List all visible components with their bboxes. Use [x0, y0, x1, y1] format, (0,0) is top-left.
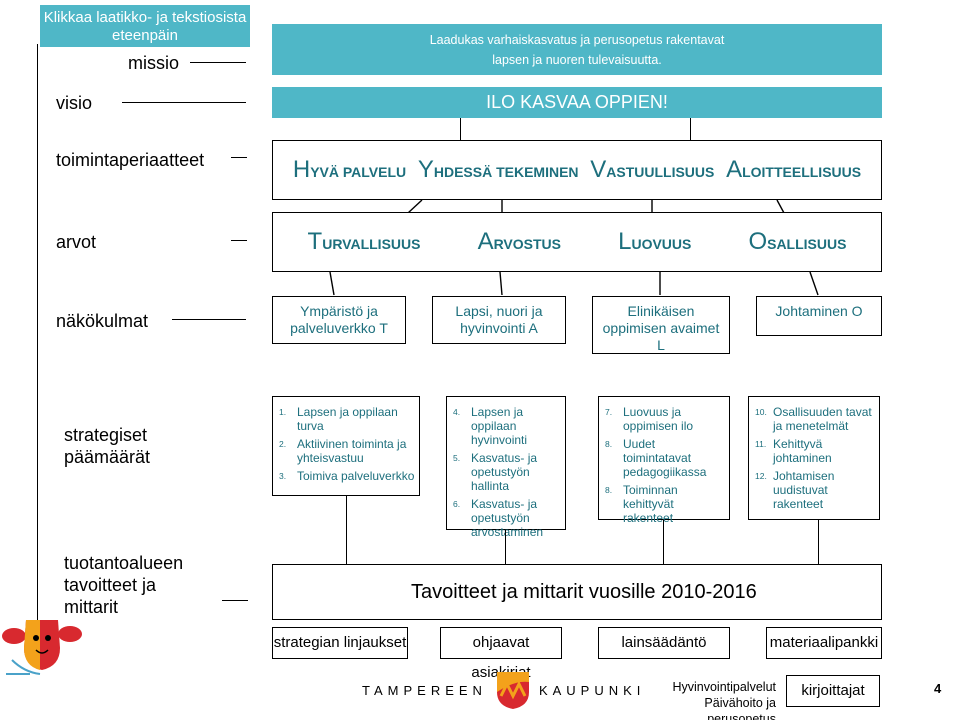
strategy-guidelines-button[interactable]: strategian linjaukset	[272, 627, 408, 659]
page-number: 4	[934, 681, 942, 696]
targets-label-line-2: tavoitteet ja	[64, 575, 157, 595]
targets-label-line-3: mittarit	[64, 597, 118, 617]
values-rule	[231, 240, 247, 241]
goal-item: 3.Toimiva palveluverkko	[279, 469, 415, 483]
targets-label[interactable]: tuotantoalueen tavoitteet ja mittarit	[64, 552, 183, 618]
perspective-4-line-1: Johtaminen O	[775, 303, 863, 319]
tampere-crest-icon	[496, 672, 529, 709]
department-info: Hyvinvointipalvelut Päivähoito ja peruso…	[652, 679, 776, 720]
goal-item: 10.Osallisuuden tavat ja menetelmät	[755, 405, 872, 433]
goals-connector-2	[505, 530, 506, 564]
targets-label-line-1: tuotantoalueen	[64, 553, 184, 573]
click-hint-box[interactable]: Klikkaa laatikko- ja tekstiosista eteenp…	[40, 5, 250, 47]
principles-label[interactable]: toimintaperiaatteet	[56, 150, 205, 170]
perspective-box-lifelong-learning[interactable]: Elinikäisen oppimisen avaimet L	[592, 296, 730, 354]
left-connector-line	[37, 44, 38, 656]
footer-city-word-2: KAUPUNKI	[538, 682, 646, 698]
perspective-3-line-2: oppimisen avaimet	[602, 320, 720, 336]
goals-box-3[interactable]: 7.Luovuus ja oppimisen ilo 8.Uudet toimi…	[598, 396, 730, 525]
perspective-box-child-wellbeing[interactable]: Lapsi, nuori ja hyvinvointi A	[432, 296, 566, 344]
legislation-button[interactable]: lainsäädäntö	[598, 627, 730, 659]
footer-city-word-1: TAMPEREEN	[362, 682, 487, 698]
guiding-documents-button[interactable]: ohjaavat asiakirjat	[440, 627, 562, 681]
perspective-3-line-1: Elinikäisen	[627, 303, 695, 319]
goals-box-2[interactable]: 4.Lapsen ja oppilaan hyvinvointi 5.Kasva…	[446, 396, 566, 539]
mission-line-2: lapsen ja nuoren tulevaisuutta.	[492, 53, 662, 67]
material-bank-button[interactable]: materiaalipankki	[766, 627, 882, 659]
goal-item: 12.Johtamisen uudistuvat rakenteet	[755, 469, 835, 511]
strategic-goals-label-line-2: päämäärät	[64, 447, 151, 467]
vision-rule	[122, 102, 246, 103]
material-bank-label: materiaalipankki	[769, 634, 879, 651]
mission-label[interactable]: missio	[128, 53, 180, 73]
perspective-2-line-1: Lapsi, nuori ja	[455, 303, 543, 319]
vision-connector-2	[690, 118, 691, 140]
goals-box-1[interactable]: 1.Lapsen ja oppilaan turva 2.Aktiivinen …	[272, 396, 420, 496]
goal-item: 1.Lapsen ja oppilaan turva	[279, 405, 398, 433]
strategic-goals-label[interactable]: strategiset päämäärät	[64, 424, 150, 468]
authors-label: kirjoittajat	[801, 682, 865, 699]
perspective-box-environment[interactable]: Ympäristö ja palveluverkko T	[272, 296, 406, 344]
perspective-1-line-1: Ympäristö ja	[300, 303, 378, 319]
goals-connector-1	[346, 496, 347, 564]
principles-rule	[231, 157, 247, 158]
vision-text: ILO KASVAA OPPIEN!	[486, 92, 668, 112]
vision-box[interactable]: ILO KASVAA OPPIEN!	[272, 87, 882, 118]
values-label[interactable]: arvot	[56, 232, 97, 252]
targets-box[interactable]: Tavoitteet ja mittarit vuosille 2010-201…	[272, 564, 882, 620]
vision-connector-1	[460, 118, 461, 140]
targets-rule	[222, 600, 248, 601]
goals-connector-3	[663, 520, 664, 564]
goals-connector-4	[818, 520, 819, 564]
perspective-box-leadership[interactable]: Johtaminen O	[756, 296, 882, 336]
perspective-2-line-2: hyvinvointi A	[460, 320, 538, 336]
mission-box[interactable]: Laadukas varhaiskasvatus ja perusopetus …	[272, 24, 882, 75]
targets-text: Tavoitteet ja mittarit vuosille 2010-201…	[411, 581, 757, 603]
goal-item: 7.Luovuus ja oppimisen ilo	[605, 405, 694, 433]
goal-item: 8.Toiminnan kehittyvät rakenteet	[605, 483, 678, 525]
strategy-guidelines-label: strategian linjaukset	[273, 634, 407, 651]
mission-rule	[190, 62, 246, 63]
strategic-goals-label-line-1: strategiset	[64, 425, 148, 445]
goal-item: 11.Kehittyvä johtaminen	[755, 437, 832, 465]
vision-label[interactable]: visio	[56, 93, 93, 113]
perspectives-label[interactable]: näkökulmat	[56, 311, 149, 331]
click-hint-text: Klikkaa laatikko- ja tekstiosista eteenp…	[43, 9, 247, 44]
department-line-2: Päivähoito ja perusopetus	[704, 696, 776, 720]
goal-item: 8.Uudet toimintatavat pedagogiikassa	[605, 437, 707, 479]
values-perspectives-connectors	[329, 272, 819, 296]
goal-item: 2.Aktiivinen toiminta ja yhteisvastuu	[279, 437, 407, 465]
mascot-icon	[2, 620, 82, 675]
goal-item: 6.Kasvatus- ja opetustyön arvostaminen	[453, 497, 544, 539]
tampere-logo: TAMPEREEN KAUPUNKI	[362, 670, 645, 710]
mission-line-1: Laadukas varhaiskasvatus ja perusopetus …	[429, 33, 725, 47]
perspective-3-line-3: L	[657, 337, 665, 353]
goals-box-4[interactable]: 10.Osallisuuden tavat ja menetelmät 11.K…	[748, 396, 880, 520]
goal-item: 4.Lapsen ja oppilaan hyvinvointi	[453, 405, 528, 447]
principles-values-connectors	[407, 200, 785, 214]
perspective-1-line-2: palveluverkko T	[290, 320, 388, 336]
department-line-1: Hyvinvointipalvelut	[672, 680, 776, 694]
perspectives-rule	[172, 319, 246, 320]
goal-item: 5.Kasvatus- ja opetustyön hallinta	[453, 451, 538, 493]
authors-button[interactable]: kirjoittajat	[786, 675, 880, 707]
legislation-label: lainsäädäntö	[621, 634, 707, 651]
